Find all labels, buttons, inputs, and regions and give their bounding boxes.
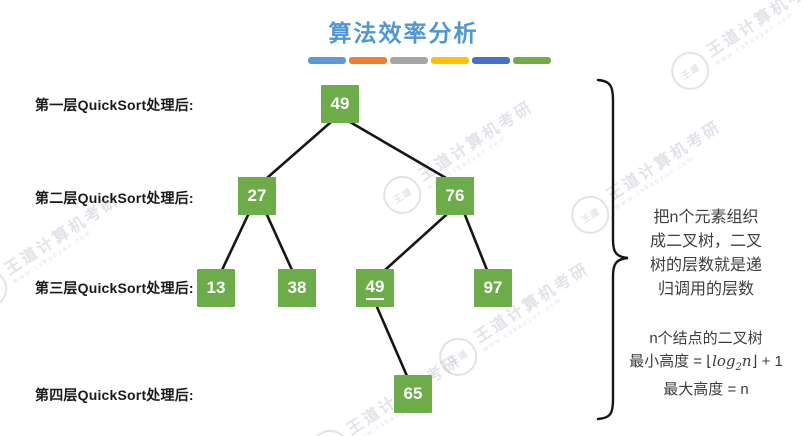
divider-dash [349, 57, 387, 64]
row-label-level3: 第三层QuickSort处理后: [35, 280, 194, 296]
curly-brace [596, 78, 629, 421]
tree-node-49-root: 49 [321, 85, 359, 123]
annotation-paragraph-1: 把n个元素组织 成二叉树，二叉 树的层数就是递 归调用的层数 [649, 209, 762, 298]
edge-76-97 [463, 213, 489, 272]
tree-node-13: 13 [197, 269, 235, 307]
edge-27-13 [220, 213, 250, 272]
divider-dash [513, 57, 551, 64]
divider-dash [431, 57, 469, 64]
annotation-block: 把n个元素组织 成二叉树，二叉 树的层数就是递 归调用的层数 n个结点的二叉树 … [612, 206, 800, 401]
tree-node-76: 76 [436, 177, 474, 215]
title-divider [308, 57, 551, 64]
min-height-formula: 最小高度 = ⌊log2n⌋ + 1 [629, 352, 783, 373]
divider-dash [308, 57, 346, 64]
edge-76-49u [383, 213, 448, 272]
tree-node-65: 65 [394, 375, 432, 413]
divider-dash [472, 57, 510, 64]
row-label-level1: 第一层QuickSort处理后: [35, 97, 194, 113]
tree-node-38: 38 [278, 269, 316, 307]
tree-node-49-underlined: 49 [356, 269, 394, 307]
page-title: 算法效率分析 [328, 20, 479, 46]
edge-49u-65 [375, 305, 409, 378]
tree-node-27: 27 [238, 177, 276, 215]
row-label-level4: 第四层QuickSort处理后: [35, 387, 194, 403]
tree-node-97: 97 [474, 269, 512, 307]
annotation-paragraph-2: n个结点的二叉树 最小高度 = ⌊log2n⌋ + 1 最大高度 = n [612, 328, 800, 401]
divider-dash [390, 57, 428, 64]
row-label-level2: 第二层QuickSort处理后: [35, 190, 194, 206]
edge-49-76 [348, 120, 448, 180]
edge-49-27 [265, 120, 333, 180]
edge-27-38 [265, 213, 294, 272]
